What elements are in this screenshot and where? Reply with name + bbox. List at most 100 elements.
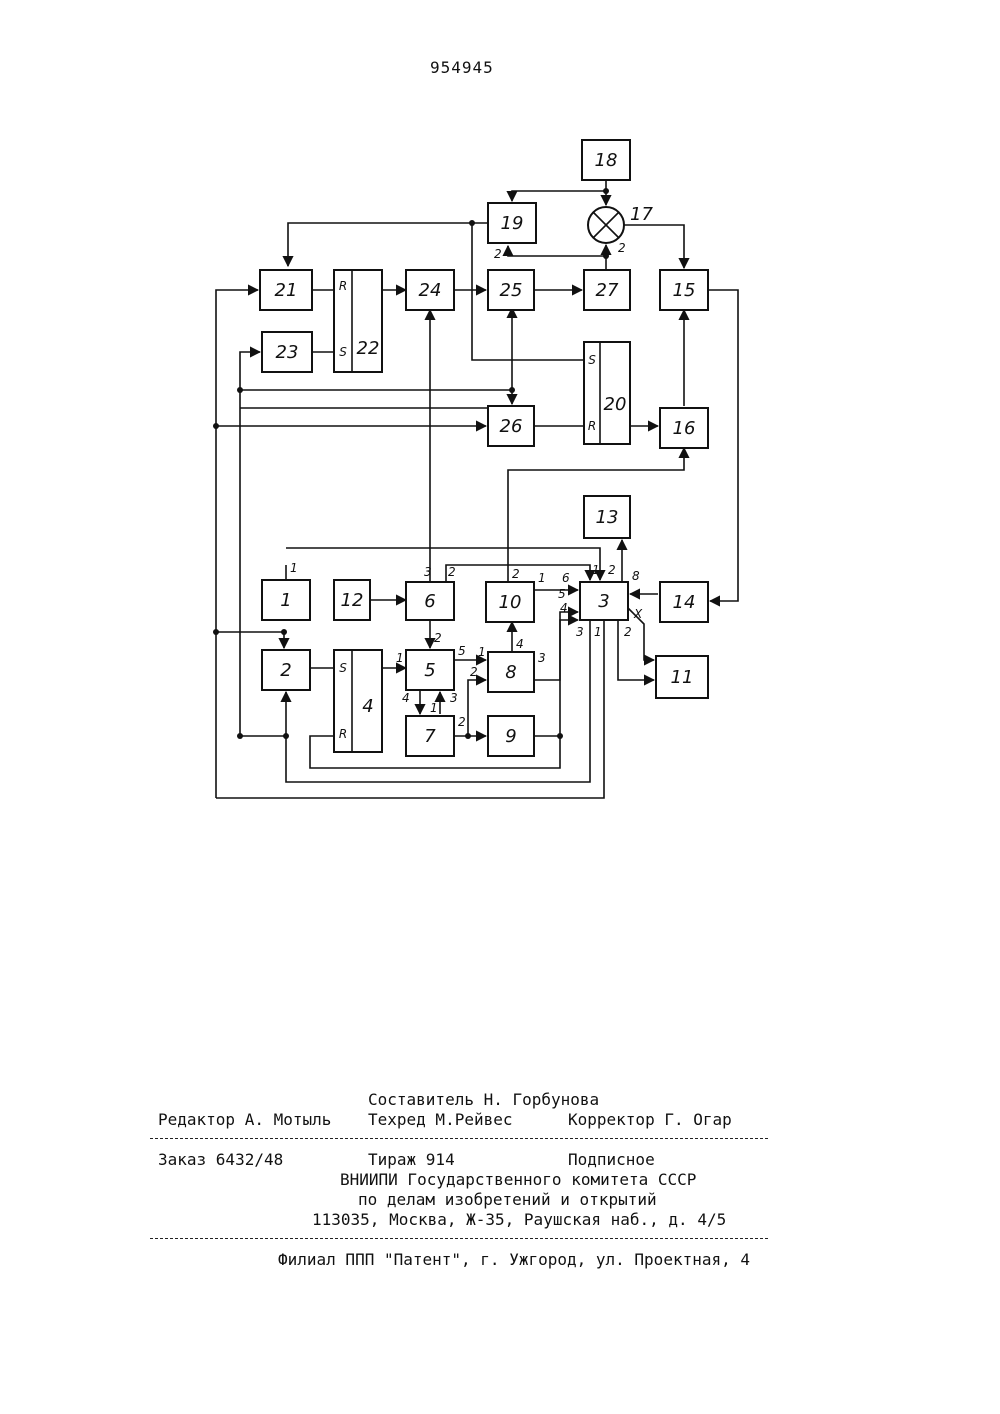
svg-text:2: 2 — [512, 567, 520, 581]
block-12: 12 — [334, 580, 370, 620]
org-line-2: по делам изобретений и открытий — [358, 1190, 657, 1209]
separator-1 — [150, 1138, 768, 1139]
composer-line: Составитель Н. Горбунова — [368, 1090, 599, 1109]
block-19: 19 — [488, 203, 536, 243]
block-11: 11 — [656, 656, 708, 698]
svg-text:3: 3 — [576, 625, 584, 639]
svg-text:1: 1 — [280, 590, 291, 611]
block-25: 25 — [488, 270, 534, 310]
block-7: 7 — [406, 716, 454, 756]
svg-text:2: 2 — [618, 241, 626, 255]
block-5: 5 — [406, 650, 454, 690]
block-26: 26 — [488, 406, 534, 446]
block-27: 27 — [584, 270, 630, 310]
block-14: 14 — [660, 582, 708, 622]
svg-text:4: 4 — [516, 637, 524, 651]
svg-text:1: 1 — [290, 561, 298, 575]
svg-text:3: 3 — [538, 651, 546, 665]
svg-text:S: S — [588, 353, 596, 367]
block-17-label: 17 — [630, 204, 653, 225]
svg-text:1: 1 — [538, 571, 546, 585]
svg-text:3: 3 — [450, 691, 458, 705]
block-6: 6 — [406, 582, 454, 620]
svg-text:X: X — [633, 607, 643, 621]
block-20-trigger: S R 20 — [584, 342, 630, 444]
svg-text:4: 4 — [402, 691, 410, 705]
svg-text:3: 3 — [424, 565, 432, 579]
separator-2 — [150, 1238, 768, 1239]
block-24: 24 — [406, 270, 454, 310]
svg-text:5: 5 — [558, 587, 566, 601]
svg-text:R: R — [339, 279, 347, 293]
svg-text:5: 5 — [458, 644, 466, 658]
svg-text:6: 6 — [562, 571, 570, 585]
editor-line: Редактор А. Мотыль — [158, 1110, 331, 1129]
branch-line: Филиал ППП "Патент", г. Ужгород, ул. Про… — [278, 1250, 750, 1269]
circulation-line: Тираж 914 — [368, 1150, 455, 1169]
svg-text:8: 8 — [632, 569, 640, 583]
block-16: 16 — [660, 408, 708, 448]
svg-text:26: 26 — [500, 416, 523, 437]
svg-text:3: 3 — [598, 591, 609, 612]
svg-text:13: 13 — [596, 507, 619, 528]
svg-text:1: 1 — [396, 651, 404, 665]
svg-text:5: 5 — [424, 660, 435, 681]
svg-text:24: 24 — [419, 280, 442, 301]
svg-text:2: 2 — [624, 625, 632, 639]
svg-text:16: 16 — [673, 418, 696, 439]
subscription-line: Подписное — [568, 1150, 655, 1169]
block-4-trigger: S R 4 — [334, 650, 382, 752]
block-2: 2 — [262, 650, 310, 690]
block-diagram: 18 19 17 21 23 R S 22 24 25 27 15 S R 20… — [0, 0, 1000, 830]
svg-text:20: 20 — [604, 394, 627, 415]
techred-line: Техред М.Рейвес — [368, 1110, 513, 1129]
svg-text:10: 10 — [499, 592, 522, 613]
svg-text:S: S — [339, 661, 347, 675]
block-23: 23 — [262, 332, 312, 372]
block-13: 13 — [584, 496, 630, 538]
svg-text:S: S — [339, 345, 347, 359]
block-10: 10 — [486, 582, 534, 622]
svg-text:7: 7 — [424, 726, 436, 747]
block-15: 15 — [660, 270, 708, 310]
svg-text:2: 2 — [608, 563, 616, 577]
block-18: 18 — [582, 140, 630, 180]
svg-text:9: 9 — [505, 726, 516, 747]
svg-text:4: 4 — [362, 696, 373, 717]
svg-text:8: 8 — [505, 662, 516, 683]
block-19-label: 19 — [501, 213, 524, 234]
svg-text:4: 4 — [560, 601, 568, 615]
block-9: 9 — [488, 716, 534, 756]
order-line: Заказ 6432/48 — [158, 1150, 283, 1169]
svg-text:2: 2 — [494, 247, 502, 261]
block-18-label: 18 — [595, 150, 618, 171]
svg-text:2: 2 — [280, 660, 291, 681]
block-1: 1 — [262, 580, 310, 620]
svg-text:22: 22 — [357, 338, 380, 359]
svg-text:15: 15 — [673, 280, 696, 301]
svg-text:R: R — [339, 727, 347, 741]
svg-text:2: 2 — [470, 665, 478, 679]
org-address: 113035, Москва, Ж-35, Раушская наб., д. … — [312, 1210, 726, 1229]
svg-text:11: 11 — [671, 667, 694, 688]
svg-text:27: 27 — [596, 280, 619, 301]
svg-text:6: 6 — [424, 591, 435, 612]
svg-text:2: 2 — [448, 565, 456, 579]
svg-text:1: 1 — [594, 625, 602, 639]
block-21: 21 — [260, 270, 312, 310]
corrector-line: Корректор Г. Огар — [568, 1110, 732, 1129]
svg-text:R: R — [588, 419, 596, 433]
svg-text:2: 2 — [458, 715, 466, 729]
svg-text:1: 1 — [478, 645, 486, 659]
svg-text:21: 21 — [275, 280, 298, 301]
svg-text:1: 1 — [592, 563, 600, 577]
block-17-multiplier: 17 — [588, 204, 653, 243]
svg-text:2: 2 — [434, 631, 442, 645]
svg-text:12: 12 — [341, 590, 364, 611]
svg-text:14: 14 — [673, 592, 696, 613]
svg-text:23: 23 — [276, 342, 299, 363]
block-22-trigger: R S 22 — [334, 270, 382, 372]
org-line-1: ВНИИПИ Государственного комитета СССР — [340, 1170, 696, 1189]
block-3: 3 — [580, 582, 628, 620]
block-8: 8 — [488, 652, 534, 692]
